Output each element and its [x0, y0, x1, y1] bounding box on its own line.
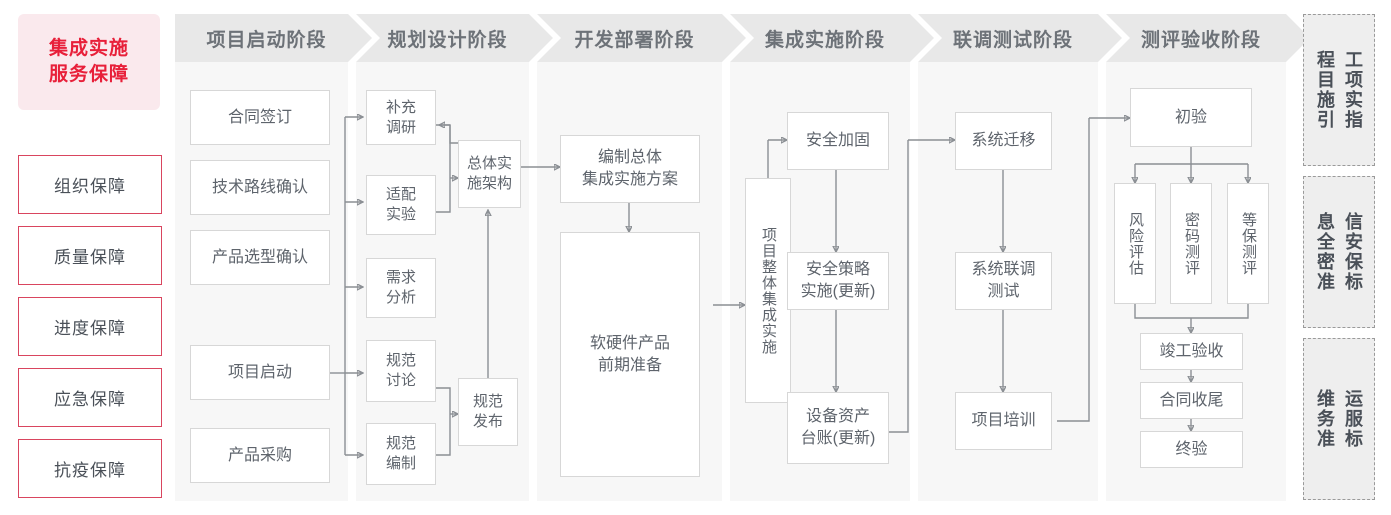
stage-header-integration: 集成实施阶段	[730, 14, 934, 62]
sidebar-item-emergency[interactable]: 应急保障	[18, 368, 162, 427]
node-line1: 规范	[385, 435, 416, 452]
node-line2: 测试	[987, 283, 1020, 300]
node-standard-release[interactable]: 规范发布	[458, 378, 518, 446]
sidebar-item-epidemic[interactable]: 抗疫保障	[18, 439, 162, 498]
stage-header-label: 联调测试阶段	[952, 29, 1073, 51]
node-overall-implementation-architecture[interactable]: 总体实施架构	[458, 140, 521, 208]
node-line1: 安全策略	[805, 261, 870, 278]
standard-panel-engineering[interactable]: 工项实指程目施引	[1303, 14, 1375, 166]
node-security-policy-implementation[interactable]: 安全策略实施(更新)	[787, 252, 889, 310]
stage-header-acceptance: 测评验收阶段	[1106, 14, 1310, 62]
sidebar-title-line2: 服务保障	[48, 64, 129, 85]
stage-header-label: 开发部署阶段	[574, 29, 695, 51]
node-line1: 系统联调	[971, 261, 1036, 278]
stage-header-label: 规划设计阶段	[387, 29, 508, 51]
node-line1: 适配	[385, 186, 416, 203]
node-line2: 编制	[385, 455, 416, 472]
standard-col2: 维务准	[1315, 389, 1335, 449]
node-system-joint-test[interactable]: 系统联调测试	[955, 252, 1052, 310]
node-final-acceptance[interactable]: 终验	[1140, 431, 1243, 468]
node-project-training[interactable]: 项目培训	[955, 392, 1052, 450]
sidebar-item-quality[interactable]: 质量保障	[18, 226, 162, 285]
node-requirement-analysis[interactable]: 需求分析	[366, 258, 436, 318]
node-line2: 调研	[385, 118, 416, 136]
sidebar-item-organization[interactable]: 组织保障	[18, 155, 162, 214]
stage-header-dev-deploy: 开发部署阶段	[537, 14, 746, 62]
stage-header-joint-test: 联调测试阶段	[918, 14, 1122, 62]
node-overall-project-integration[interactable]: 项目整体集成实施	[745, 178, 791, 403]
node-product-procurement[interactable]: 产品采购	[190, 428, 330, 483]
sidebar-title: 集成实施 服务保障	[18, 14, 160, 110]
node-contract-signing[interactable]: 合同签订	[190, 90, 330, 145]
node-line2: 集成实施方案	[581, 171, 678, 188]
stage-header-label: 项目启动阶段	[206, 29, 327, 51]
node-asset-ledger-update[interactable]: 设备资产台账(更新)	[787, 392, 889, 464]
node-overall-integration-plan[interactable]: 编制总体集成实施方案	[560, 135, 700, 203]
node-hardware-software-preparation[interactable]: 软硬件产品前期准备	[560, 232, 700, 477]
stage-header-label: 测评验收阶段	[1140, 29, 1261, 51]
sidebar-item-schedule[interactable]: 进度保障	[18, 297, 162, 356]
node-system-migration[interactable]: 系统迁移	[955, 112, 1052, 170]
node-line1: 设备资产	[805, 408, 870, 425]
sidebar-title-line1: 集成实施	[48, 38, 129, 59]
standard-col2: 程目施引	[1315, 50, 1335, 130]
standard-col1: 运服标	[1343, 389, 1363, 449]
node-line1: 编制总体	[597, 149, 662, 166]
stage-header-label: 集成实施阶段	[764, 29, 885, 51]
standard-label-infosec: 信安保标息全密准	[1311, 212, 1367, 292]
node-line2: 发布	[472, 413, 503, 430]
standard-col2: 息全密准	[1315, 212, 1335, 292]
node-project-kickoff[interactable]: 项目启动	[190, 345, 330, 400]
node-line1: 总体实	[466, 155, 512, 172]
node-contract-closure[interactable]: 合同收尾	[1140, 382, 1243, 419]
stage-header-project-kickoff: 项目启动阶段	[175, 14, 372, 62]
node-tech-route-confirm[interactable]: 技术路线确认	[190, 160, 330, 215]
standard-label-engineering: 工项实指程目施引	[1311, 50, 1367, 130]
node-line1: 软硬件产品	[589, 334, 670, 352]
node-line2: 实施(更新)	[800, 283, 876, 300]
node-cryptography-evaluation[interactable]: 密码测评	[1170, 183, 1212, 304]
node-completion-acceptance[interactable]: 竣工验收	[1140, 333, 1243, 370]
standard-panel-ops[interactable]: 运服标维务准	[1303, 338, 1375, 500]
node-line2: 分析	[385, 289, 416, 306]
node-supplementary-research[interactable]: 补充调研	[366, 90, 436, 145]
node-line1: 需求	[385, 269, 416, 286]
node-security-hardening[interactable]: 安全加固	[787, 112, 889, 170]
node-line1: 规范	[472, 393, 503, 410]
node-line1: 规范	[385, 352, 416, 369]
standard-panel-infosec[interactable]: 信安保标息全密准	[1303, 176, 1375, 328]
node-line2: 施架构	[466, 175, 512, 192]
node-line1: 补充	[385, 98, 416, 116]
node-product-selection[interactable]: 产品选型确认	[190, 230, 330, 285]
node-standard-discussion[interactable]: 规范讨论	[366, 340, 436, 402]
node-preliminary-acceptance[interactable]: 初验	[1130, 88, 1252, 147]
standard-col1: 信安保标	[1343, 212, 1363, 292]
node-standard-drafting[interactable]: 规范编制	[366, 423, 436, 485]
node-line2: 前期准备	[597, 356, 662, 374]
node-line2: 台账(更新)	[800, 430, 876, 447]
node-line2: 实验	[385, 206, 416, 223]
node-risk-assessment[interactable]: 风险评估	[1114, 183, 1156, 304]
standard-label-ops: 运服标维务准	[1311, 389, 1367, 449]
stage-header-planning-design: 规划设计阶段	[356, 14, 553, 62]
node-line2: 讨论	[385, 372, 416, 389]
node-mlps-evaluation[interactable]: 等保测评	[1227, 183, 1269, 304]
standard-col1: 工项实指	[1343, 50, 1363, 130]
node-adaptation-experiment[interactable]: 适配实验	[366, 175, 436, 235]
